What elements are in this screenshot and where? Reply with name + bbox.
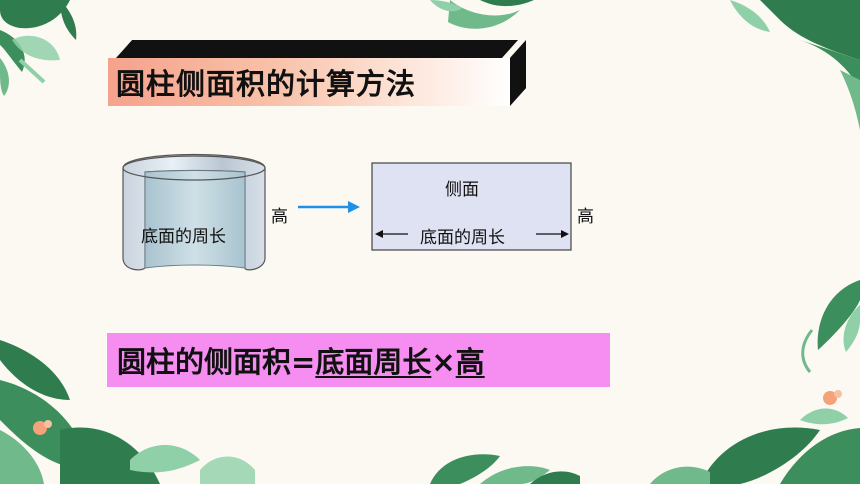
title-banner: 圆柱侧面积的计算方法 [108,40,526,106]
title-face: 圆柱侧面积的计算方法 [108,58,510,106]
formula-box: 圆柱的侧面积=底面周长×高 [107,333,610,387]
formula-term-circumference: 底面周长 [315,345,432,379]
formula: 圆柱的侧面积=底面周长×高 [107,339,485,381]
leaf-cluster-bottom-center [430,454,580,484]
cylinder-circumference-label: 底面的周长 [141,227,226,247]
title-shadow-top [116,40,518,58]
leaf-cluster-bottom-left [0,340,255,484]
leaf-cluster-bottom-right [650,408,860,484]
cylinder-shape [122,153,266,271]
formula-term-height: 高 [455,345,485,379]
page-title: 圆柱侧面积的计算方法 [116,67,417,101]
unfold-arrow [298,201,360,213]
height-label-left: 高 [271,207,288,227]
leaf-cluster-top-center [430,0,534,29]
leaf-cluster-top-right [730,0,860,130]
width-arrows [375,230,569,238]
title-shadow-right [510,40,526,106]
leaf-cluster-right-middle [801,280,860,405]
leaf-cluster-top-left [0,0,77,96]
formula-times: × [431,345,456,379]
formula-left: 圆柱的侧面积 [117,345,292,379]
formula-equals: = [291,345,316,379]
rect-side-label: 侧面 [445,180,479,200]
rect-circumference-label: 底面的周长 [420,228,505,248]
side-rectangle [371,162,572,251]
height-label-right: 高 [577,207,594,227]
